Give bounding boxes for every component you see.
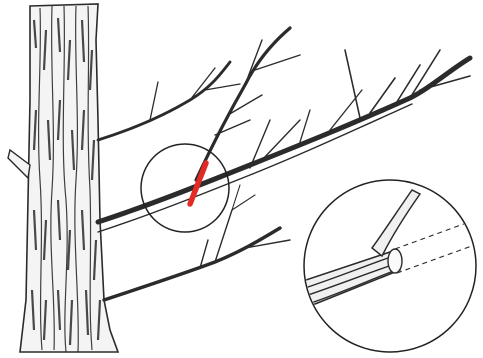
tree-trunk [8,4,118,352]
lower-branch [104,185,290,300]
top-left-branch [98,62,240,140]
detail-inset [300,180,480,352]
cut-face [388,249,402,273]
side-branch [196,28,300,180]
